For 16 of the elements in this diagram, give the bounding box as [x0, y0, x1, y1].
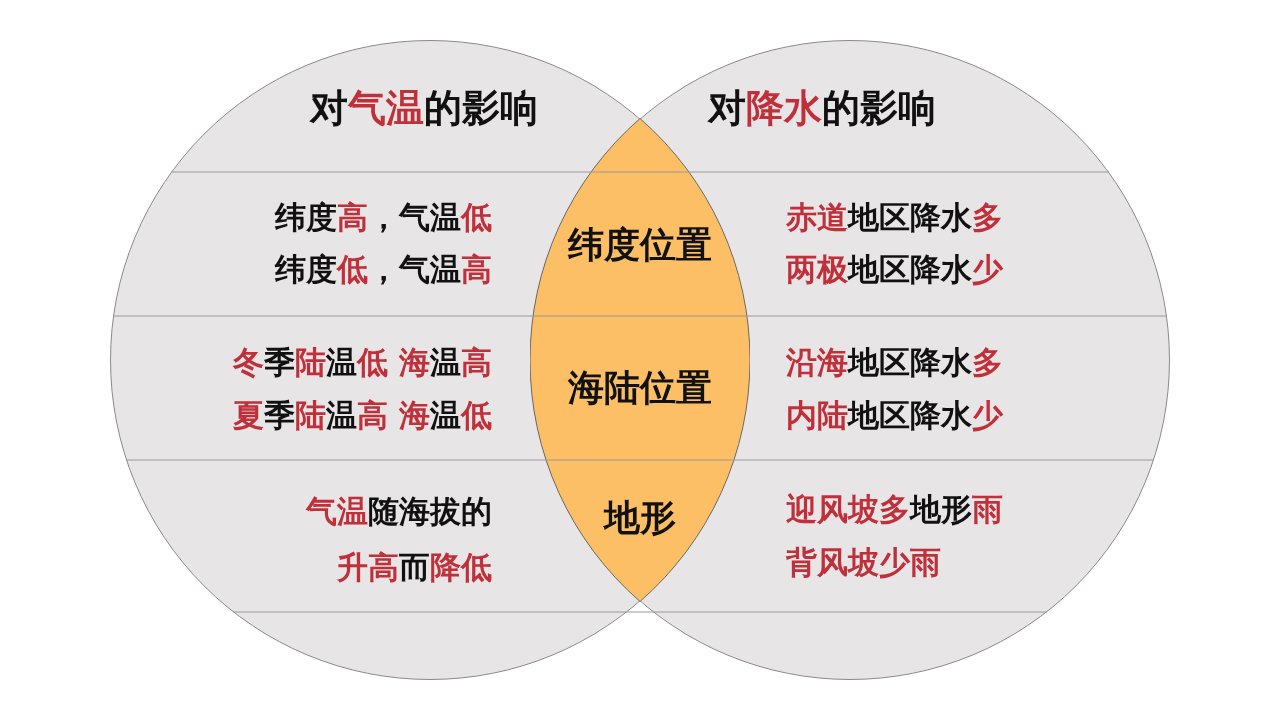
- factor-label: 地形: [602, 496, 677, 540]
- factor-label: 海陆位置: [567, 366, 713, 410]
- circle-title: 对气温的影响: [310, 85, 538, 132]
- effect-text: 迎风坡多地形雨: [786, 490, 1003, 529]
- effect-text: 夏季陆温高 海温低: [233, 396, 492, 435]
- effect-text: 纬度高，气温低: [275, 198, 492, 237]
- effect-text: 冬季陆温低 海温高: [233, 343, 492, 382]
- effect-text: 纬度低，气温高: [275, 250, 492, 289]
- circle-title: 对降水的影响: [708, 85, 936, 132]
- effect-text: 沿海地区降水多: [786, 343, 1003, 382]
- effect-text: 两极地区降水少: [786, 250, 1003, 289]
- effect-text: 内陆地区降水少: [786, 396, 1003, 435]
- effect-text: 气温随海拔的升高而降低: [304, 492, 492, 587]
- effect-text: 赤道地区降水多: [786, 198, 1003, 237]
- effect-text: 背风坡少雨: [786, 543, 941, 582]
- factor-label: 纬度位置: [566, 223, 713, 267]
